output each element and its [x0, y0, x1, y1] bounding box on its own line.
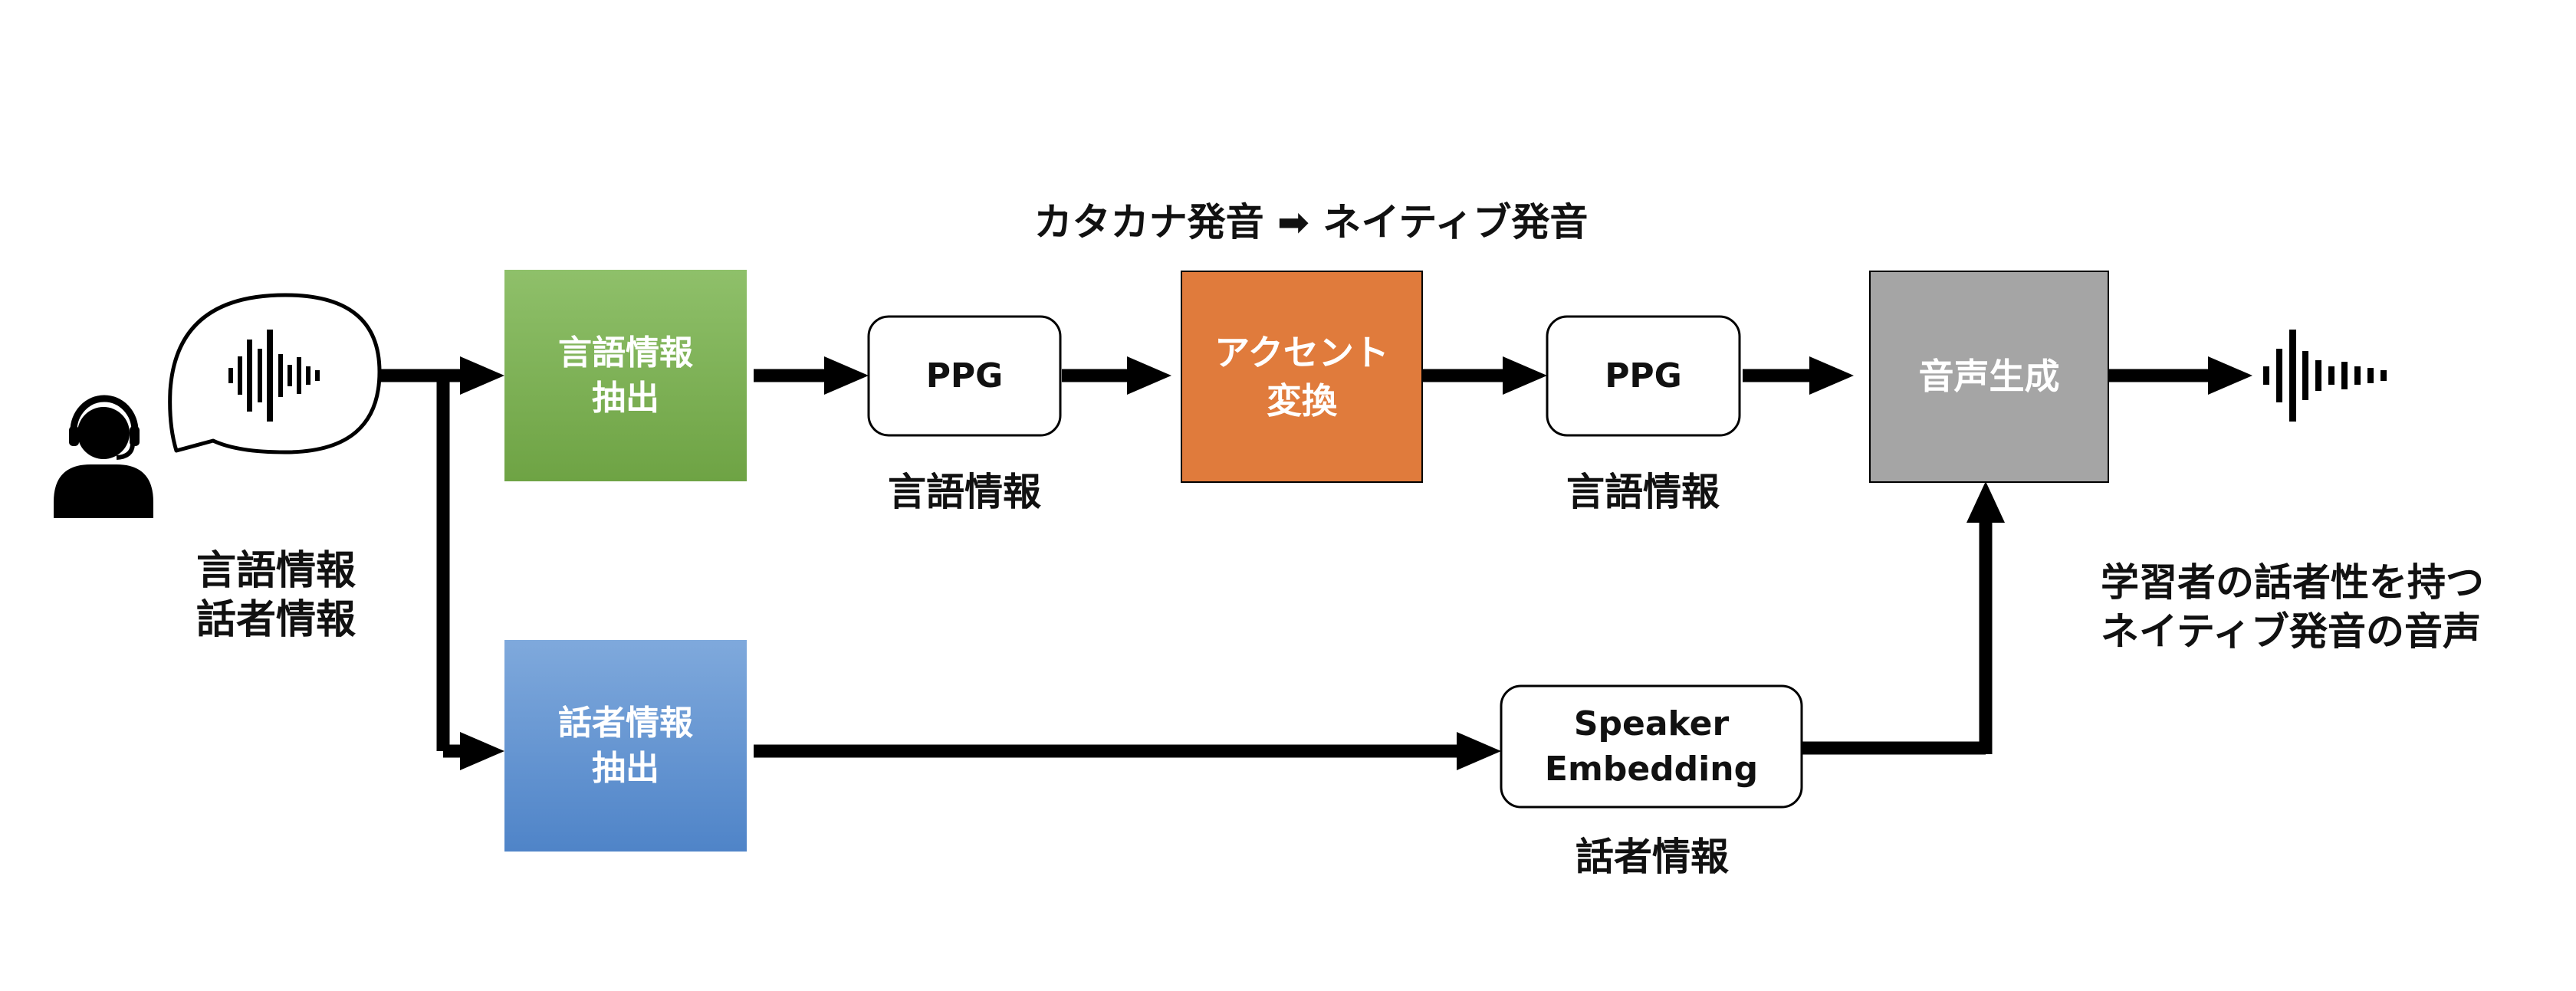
- diagram-title: カタカナ発音 ➡ ネイティブ発音: [1033, 200, 1589, 244]
- input-label-line2: 話者情報: [196, 597, 356, 643]
- ppg-2-caption: 言語情報: [1566, 470, 1720, 514]
- output-waveform-icon: [2263, 330, 2387, 422]
- speaker-extract-label: 話者情報 抽出: [558, 703, 693, 788]
- connectors: [380, 369, 2208, 758]
- accent-convert-label: アクセント 変換: [1214, 332, 1389, 422]
- speaker-embedding-box: [1500, 684, 1803, 809]
- arrowheads: [460, 356, 2252, 770]
- speech-bubble: [168, 293, 382, 454]
- linguistic-extract-label: 言語情報 抽出: [558, 333, 693, 418]
- input-label-line1: 言語情報: [196, 548, 356, 594]
- ppg-box-2: [1546, 315, 1741, 437]
- ppg-box-1: [867, 315, 1062, 437]
- speech-gen-label: 音声生成: [1918, 356, 2060, 398]
- speaker-embedding-caption: 話者情報: [1576, 835, 1729, 879]
- waveform-icon: [228, 330, 320, 422]
- ppg-1-caption: 言語情報: [888, 470, 1041, 514]
- speech-gen-box: [1869, 271, 2109, 483]
- headset-user-icon: [54, 395, 153, 518]
- ppg-2-label: PPG: [1605, 356, 1682, 395]
- linguistic-extract-box: [504, 270, 747, 481]
- output-label-line2: ネイティブ発音の音声: [2101, 609, 2481, 654]
- accent-convert-box: [1181, 271, 1423, 483]
- ppg-1-label: PPG: [925, 356, 1004, 395]
- speaker-embedding-label: Speaker Embedding: [1544, 704, 1759, 789]
- speaker-extract-box: [504, 640, 747, 852]
- output-label-line1: 学習者の話者性を持つ: [2101, 560, 2484, 605]
